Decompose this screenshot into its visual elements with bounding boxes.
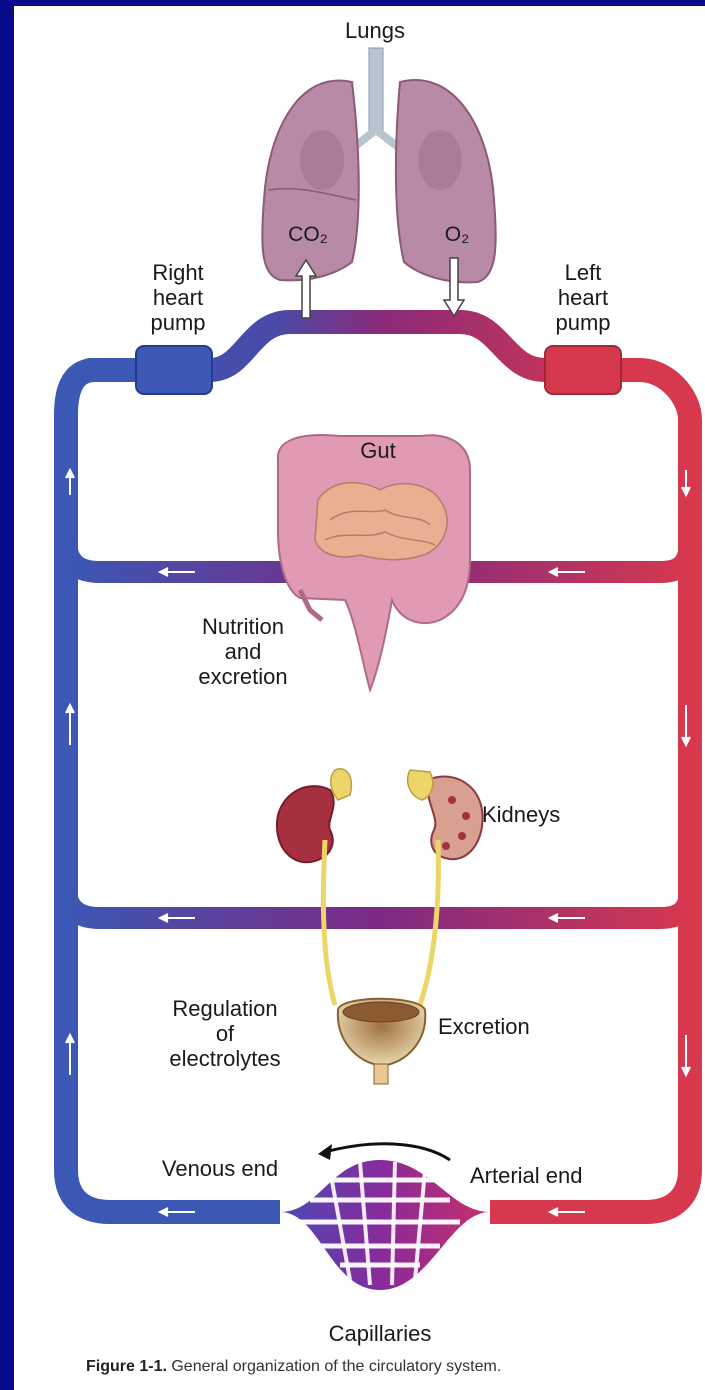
- capillary-bed: [280, 1160, 490, 1290]
- excretion-label: Excretion: [438, 1014, 568, 1039]
- co2-label: CO₂: [278, 222, 338, 247]
- right-heart-pump: [136, 346, 212, 394]
- lungs-illustration: [262, 48, 495, 282]
- capillaries-label: Capillaries: [305, 1321, 455, 1346]
- kidneys-label: Kidneys: [482, 802, 592, 827]
- left-pump-label: Left heart pump: [533, 260, 633, 335]
- left-heart-pump: [545, 346, 621, 394]
- right-vessel-top: [490, 370, 690, 1212]
- flow-direction-arrow: [318, 1144, 450, 1160]
- arterial-end-label: Arterial end: [470, 1163, 630, 1188]
- gut-label: Gut: [338, 438, 418, 463]
- bladder-illustration: [338, 999, 425, 1084]
- right-pump-label: Right heart pump: [128, 260, 228, 335]
- o2-label: O₂: [432, 222, 482, 247]
- venous-end-label: Venous end: [140, 1156, 300, 1181]
- lungs-label: Lungs: [330, 18, 420, 43]
- kidney-vessel: [66, 890, 690, 918]
- figure-caption: Figure 1-1. General organization of the …: [86, 1358, 686, 1376]
- kidneys-illustration: [277, 769, 483, 1005]
- regulation-label: Regulation of electrolytes: [150, 996, 300, 1071]
- nutrition-label: Nutrition and excretion: [178, 614, 308, 689]
- left-vessel-top: [66, 370, 280, 1212]
